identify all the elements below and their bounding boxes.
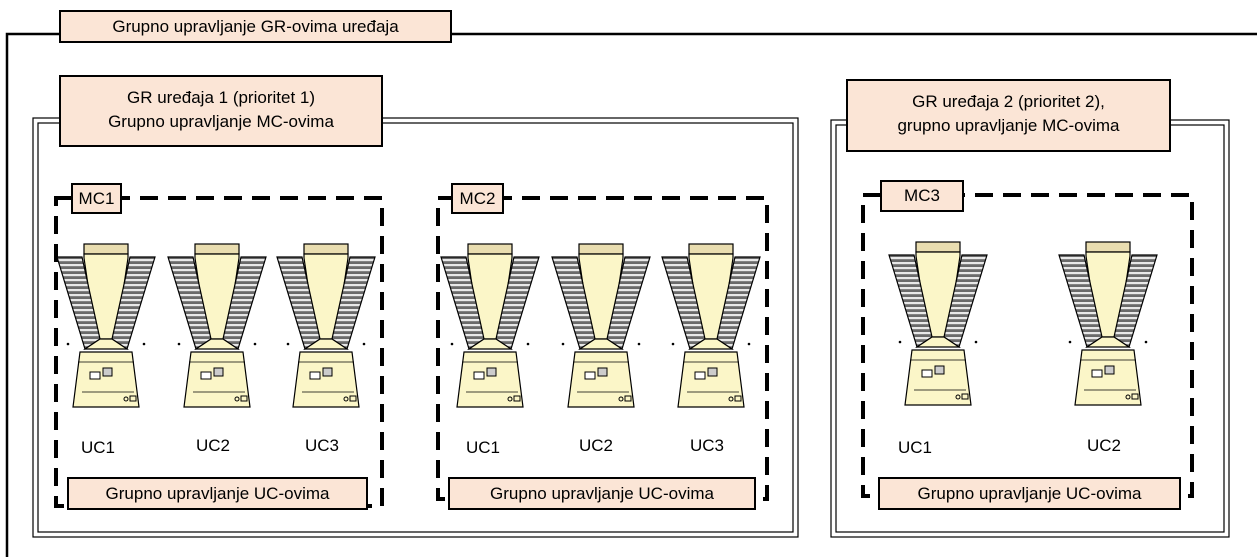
unit-icon: [56, 243, 156, 408]
unit-icon: [167, 243, 267, 408]
uc-label: UC2: [579, 436, 614, 455]
mc-2-footer: Grupno upravljanje UC-ovima: [448, 477, 756, 510]
unit-icon: [661, 243, 761, 408]
unit-icon: [551, 243, 651, 408]
group-2-title-line-2: grupno upravljanje MC-ovima: [897, 116, 1120, 135]
unit-icon: [276, 243, 376, 408]
unit-icon: [1058, 241, 1158, 406]
mc-label-2: MC2: [451, 183, 504, 214]
group-2-title: GR uređaja 2 (prioritet 2), grupno uprav…: [846, 79, 1171, 152]
group-1-title-line-2: Grupno upravljanje MC-ovima: [108, 112, 334, 131]
mc-1-footer: Grupno upravljanje UC-ovima: [67, 477, 368, 510]
mc-3-footer: Grupno upravljanje UC-ovima: [878, 477, 1181, 510]
group-1-title-line-1: GR uređaja 1 (prioritet 1): [126, 88, 316, 107]
outer-frame: [5, 32, 60, 557]
group-box-1: [32, 117, 799, 538]
uc-label: UC2: [1087, 436, 1122, 455]
mc-label-3: MC3: [880, 180, 964, 212]
uc-label: UC3: [305, 436, 340, 455]
group-2-title-line-1: GR uređaja 2 (prioritet 2),: [912, 92, 1105, 111]
uc-label: UC3: [690, 436, 725, 455]
main-title: Grupno upravljanje GR-ovima uređaja: [59, 10, 452, 43]
unit-icon: [888, 241, 988, 406]
group-1-title: GR uređaja 1 (prioritet 1) Grupno upravl…: [59, 75, 383, 147]
uc-label: UC1: [898, 438, 933, 457]
uc-label: UC1: [466, 438, 501, 457]
unit-icon: [440, 243, 540, 408]
mc-label-1: MC1: [71, 183, 122, 214]
uc-label: UC1: [81, 438, 116, 457]
uc-label: UC2: [196, 436, 231, 455]
